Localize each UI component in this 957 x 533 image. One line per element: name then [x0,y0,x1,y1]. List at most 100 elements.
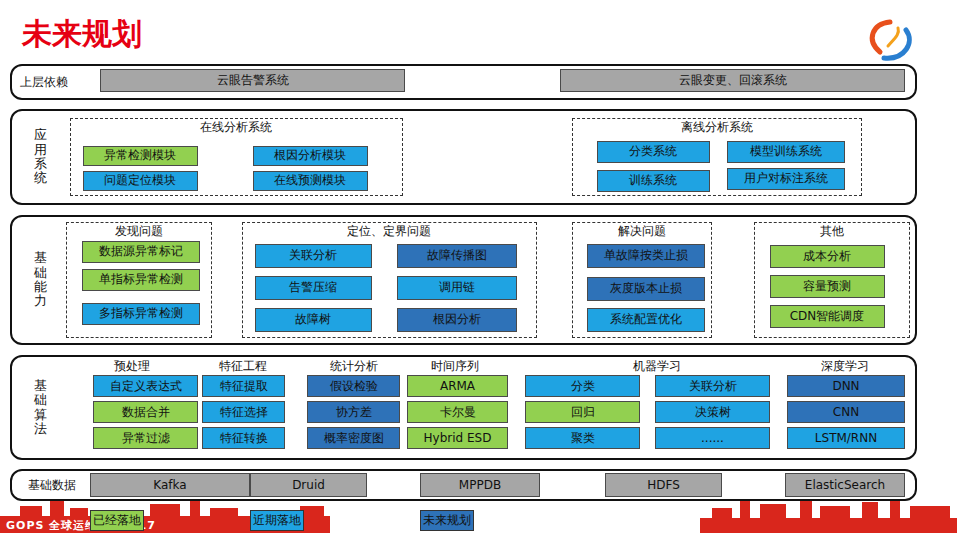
module-box: 数据源异常标记 [82,241,200,263]
module-box: 调用链 [397,276,517,300]
box-label: 多指标异常检测 [99,306,183,320]
box-label: 故障树 [295,312,331,326]
group-frame: 解决问题单故障按类止损灰度版本止损系统配置优化 [572,222,712,338]
box-label: 概率密度图 [324,431,384,445]
module-box: 容量预测 [770,275,885,298]
legend-text: 近期落地 [253,513,301,527]
layer-label: 基础算法 [34,379,47,436]
box-label: 单故障按类止损 [604,248,688,262]
box-label: 假设检验 [330,379,378,393]
module-box: 异常检测模块 [83,146,198,166]
module-box: HDFS [605,473,722,497]
box-label: DNN [832,379,859,393]
module-box: CDN智能调度 [770,305,885,328]
box-label: 单指标异常检测 [99,272,183,286]
group-frame: 定位、定界问题关联分析故障传播图告警压缩调用链故障树根因分析 [242,222,537,338]
module-box: 在线预测模块 [253,171,368,191]
module-box: 模型训练系统 [727,141,845,163]
box-label: HDFS [647,478,680,492]
logo [872,22,909,58]
module-box: ...... [655,427,770,449]
module-box: DNN [787,375,905,397]
box-label: 数据合并 [122,405,170,419]
column-heading: 深度学习 [821,358,869,375]
group-heading: 解决问题 [618,224,666,238]
module-box: MPPDB [420,473,540,497]
layer-label: 应用系统 [34,128,47,185]
box-label: 异常过滤 [122,431,170,445]
box-label: 决策树 [695,405,731,419]
module-box: 分类系统 [597,141,710,163]
module-box: 特征转换 [202,427,285,449]
box-label: 关联分析 [289,248,337,262]
group-frame: 在线分析系统异常检测模块根因分析模块问题定位模块在线预测模块 [70,118,403,196]
module-box: 数据合并 [93,401,198,423]
module-box: 聚类 [525,427,640,449]
layer-label: 基础能力 [34,251,47,308]
box-label: 分类系统 [629,144,677,158]
module-box: 特征提取 [202,375,285,397]
box-label: 故障传播图 [427,248,487,262]
module-box: 问题定位模块 [83,171,198,191]
module-box: 系统配置优化 [587,308,705,332]
box-label: 卡尔曼 [440,405,476,419]
module-box: 关联分析 [255,244,372,268]
group-heading: 其他 [820,224,844,238]
layer-band: 基础能力 发现问题数据源异常标记单指标异常检测多指标异常检测 定位、定界问题关联分析… [10,215,917,345]
module-box: 训练系统 [597,170,710,192]
layer-band: 上层依赖 云眼告警系统 云眼变更、回滚系统 [10,64,917,100]
column-heading: 统计分析 [330,358,378,375]
module-box: CNN [787,401,905,423]
module-box: 回归 [525,401,640,423]
group-heading: 离线分析系统 [681,120,753,134]
legend-text: 未来规划 [423,513,471,527]
column-heading: 特征工程 [219,358,267,375]
box-label: 灰度版本止损 [610,281,682,295]
group-frame: 其他成本分析容量预测 CDN智能调度 [754,222,910,338]
box-label: 特征选择 [220,405,268,419]
page-title: 未来规划 [22,14,142,55]
module-box: ARMA [407,375,508,397]
layer-label: 上层依赖 [20,75,68,89]
box-label: 关联分析 [689,379,737,393]
group-heading: 定位、定界问题 [347,224,431,238]
box-label: 回归 [571,405,595,419]
box-label: 调用链 [439,280,475,294]
module-box: Kafka [90,473,250,497]
module-box: Druid [250,473,367,497]
module-box: 云眼变更、回滚系统 [560,69,905,92]
box-label: 协方差 [336,405,372,419]
box-label: 云眼变更、回滚系统 [679,73,787,87]
module-box: 单故障按类止损 [587,244,705,268]
group-frame: 离线分析系统分类系统 模型训练系统训练系统 用户对标注系统 [572,118,862,196]
column-heading: 机器学习 [633,358,681,375]
box-label: 成本分析 [803,249,851,263]
box-label: 模型训练系统 [750,144,822,158]
box-label: Hybrid ESD [424,431,492,445]
box-label: 训练系统 [629,173,677,187]
module-box: 云眼告警系统 [100,69,405,92]
module-box: 决策树 [655,401,770,423]
legend-swatch: 已经落地 [90,510,144,531]
group-heading: 发现问题 [115,224,163,238]
box-label: 自定义表达式 [110,379,182,393]
module-box: 概率密度图 [307,427,400,449]
layer-label: 基础数据 [28,478,76,492]
group-heading: 在线分析系统 [200,120,272,134]
box-label: 数据源异常标记 [99,244,183,258]
box-label: 聚类 [571,431,595,445]
module-box: 故障树 [255,308,372,332]
module-box: ElasticSearch [785,473,905,497]
module-box: 根因分析 [397,308,517,332]
box-label: MPPDB [459,478,501,492]
module-box: 关联分析 [655,375,770,397]
box-label: 分类 [571,379,595,393]
box-label: 特征提取 [220,379,268,393]
box-label: 用户对标注系统 [744,171,828,185]
column-heading: 时间序列 [431,358,479,375]
skyline [0,496,957,533]
group-frame: 发现问题数据源异常标记单指标异常检测多指标异常检测 [66,222,212,338]
box-label: 系统配置优化 [610,312,682,326]
box-label: 容量预测 [803,279,851,293]
module-box: 协方差 [307,401,400,423]
